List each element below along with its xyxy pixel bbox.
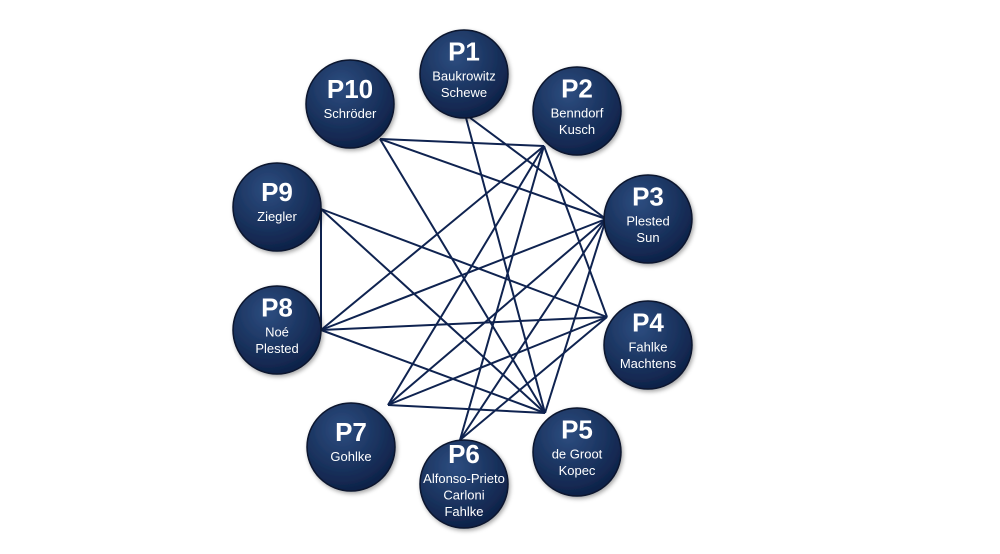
edge-p2-p7 bbox=[387, 145, 545, 406]
node-circle bbox=[532, 66, 622, 156]
node-id-label: P5 bbox=[561, 415, 593, 445]
node-member-name: Ziegler bbox=[257, 209, 297, 224]
node-member-name: Kusch bbox=[559, 122, 595, 137]
node-member-name: Sun bbox=[636, 230, 659, 245]
edge-p9-p5 bbox=[320, 208, 546, 414]
node-id-label: P2 bbox=[561, 74, 593, 104]
edge-p10-p5 bbox=[379, 138, 546, 414]
node-circle bbox=[232, 162, 322, 252]
edge-p6-p4 bbox=[459, 316, 608, 441]
edge-p3-p7 bbox=[387, 218, 607, 406]
node-member-name: Kopec bbox=[559, 463, 596, 478]
node-circle bbox=[232, 285, 322, 375]
node-id-label: P1 bbox=[448, 37, 480, 67]
edge-p8-p4 bbox=[320, 316, 608, 331]
node-id-label: P3 bbox=[632, 182, 664, 212]
edge-p3-p5 bbox=[544, 218, 607, 414]
node-circle bbox=[603, 300, 693, 390]
node-member-name: Schröder bbox=[324, 106, 377, 121]
edge-p1-p5 bbox=[464, 113, 546, 414]
node-id-label: P10 bbox=[327, 74, 373, 104]
node-id-label: P4 bbox=[632, 308, 664, 338]
node-member-name: Alfonso-Prieto bbox=[423, 471, 505, 486]
node-member-name: Plested bbox=[626, 214, 669, 229]
node-member-name: Benndorf bbox=[551, 106, 604, 121]
edge-p3-p8 bbox=[320, 218, 607, 331]
edge-p9-p4 bbox=[320, 208, 608, 318]
node-member-name: Noé bbox=[265, 325, 289, 340]
edge-p7-p5 bbox=[387, 404, 546, 414]
edge-p10-p3 bbox=[379, 138, 607, 220]
edges-layer bbox=[320, 113, 608, 441]
node-id-label: P9 bbox=[261, 177, 293, 207]
node-member-name: Gohlke bbox=[330, 449, 371, 464]
node-member-name: Plested bbox=[255, 341, 298, 356]
node-id-label: P6 bbox=[448, 439, 480, 469]
node-circle bbox=[603, 174, 693, 264]
edge-p10-p2 bbox=[379, 138, 545, 147]
node-member-name: Machtens bbox=[620, 356, 677, 371]
node-member-name: Carloni bbox=[443, 488, 484, 503]
edge-p8-p5 bbox=[320, 329, 546, 414]
node-member-name: Fahlke bbox=[628, 340, 667, 355]
node-member-name: Baukrowitz bbox=[432, 69, 496, 84]
edge-p2-p6 bbox=[459, 145, 545, 441]
node-circle bbox=[305, 59, 395, 149]
node-circle bbox=[419, 29, 509, 119]
node-id-label: P8 bbox=[261, 293, 293, 323]
edge-p1-p3 bbox=[464, 113, 607, 220]
node-member-name: de Groot bbox=[552, 447, 603, 462]
node-circle bbox=[532, 407, 622, 497]
edge-p7-p4 bbox=[387, 316, 608, 406]
node-member-name: Fahlke bbox=[444, 504, 483, 519]
edge-p2-p8 bbox=[320, 145, 545, 331]
node-circle bbox=[419, 439, 509, 529]
node-circle bbox=[306, 402, 396, 492]
node-id-label: P7 bbox=[335, 417, 367, 447]
node-member-name: Schewe bbox=[441, 85, 487, 100]
edge-p3-p6 bbox=[459, 218, 607, 441]
